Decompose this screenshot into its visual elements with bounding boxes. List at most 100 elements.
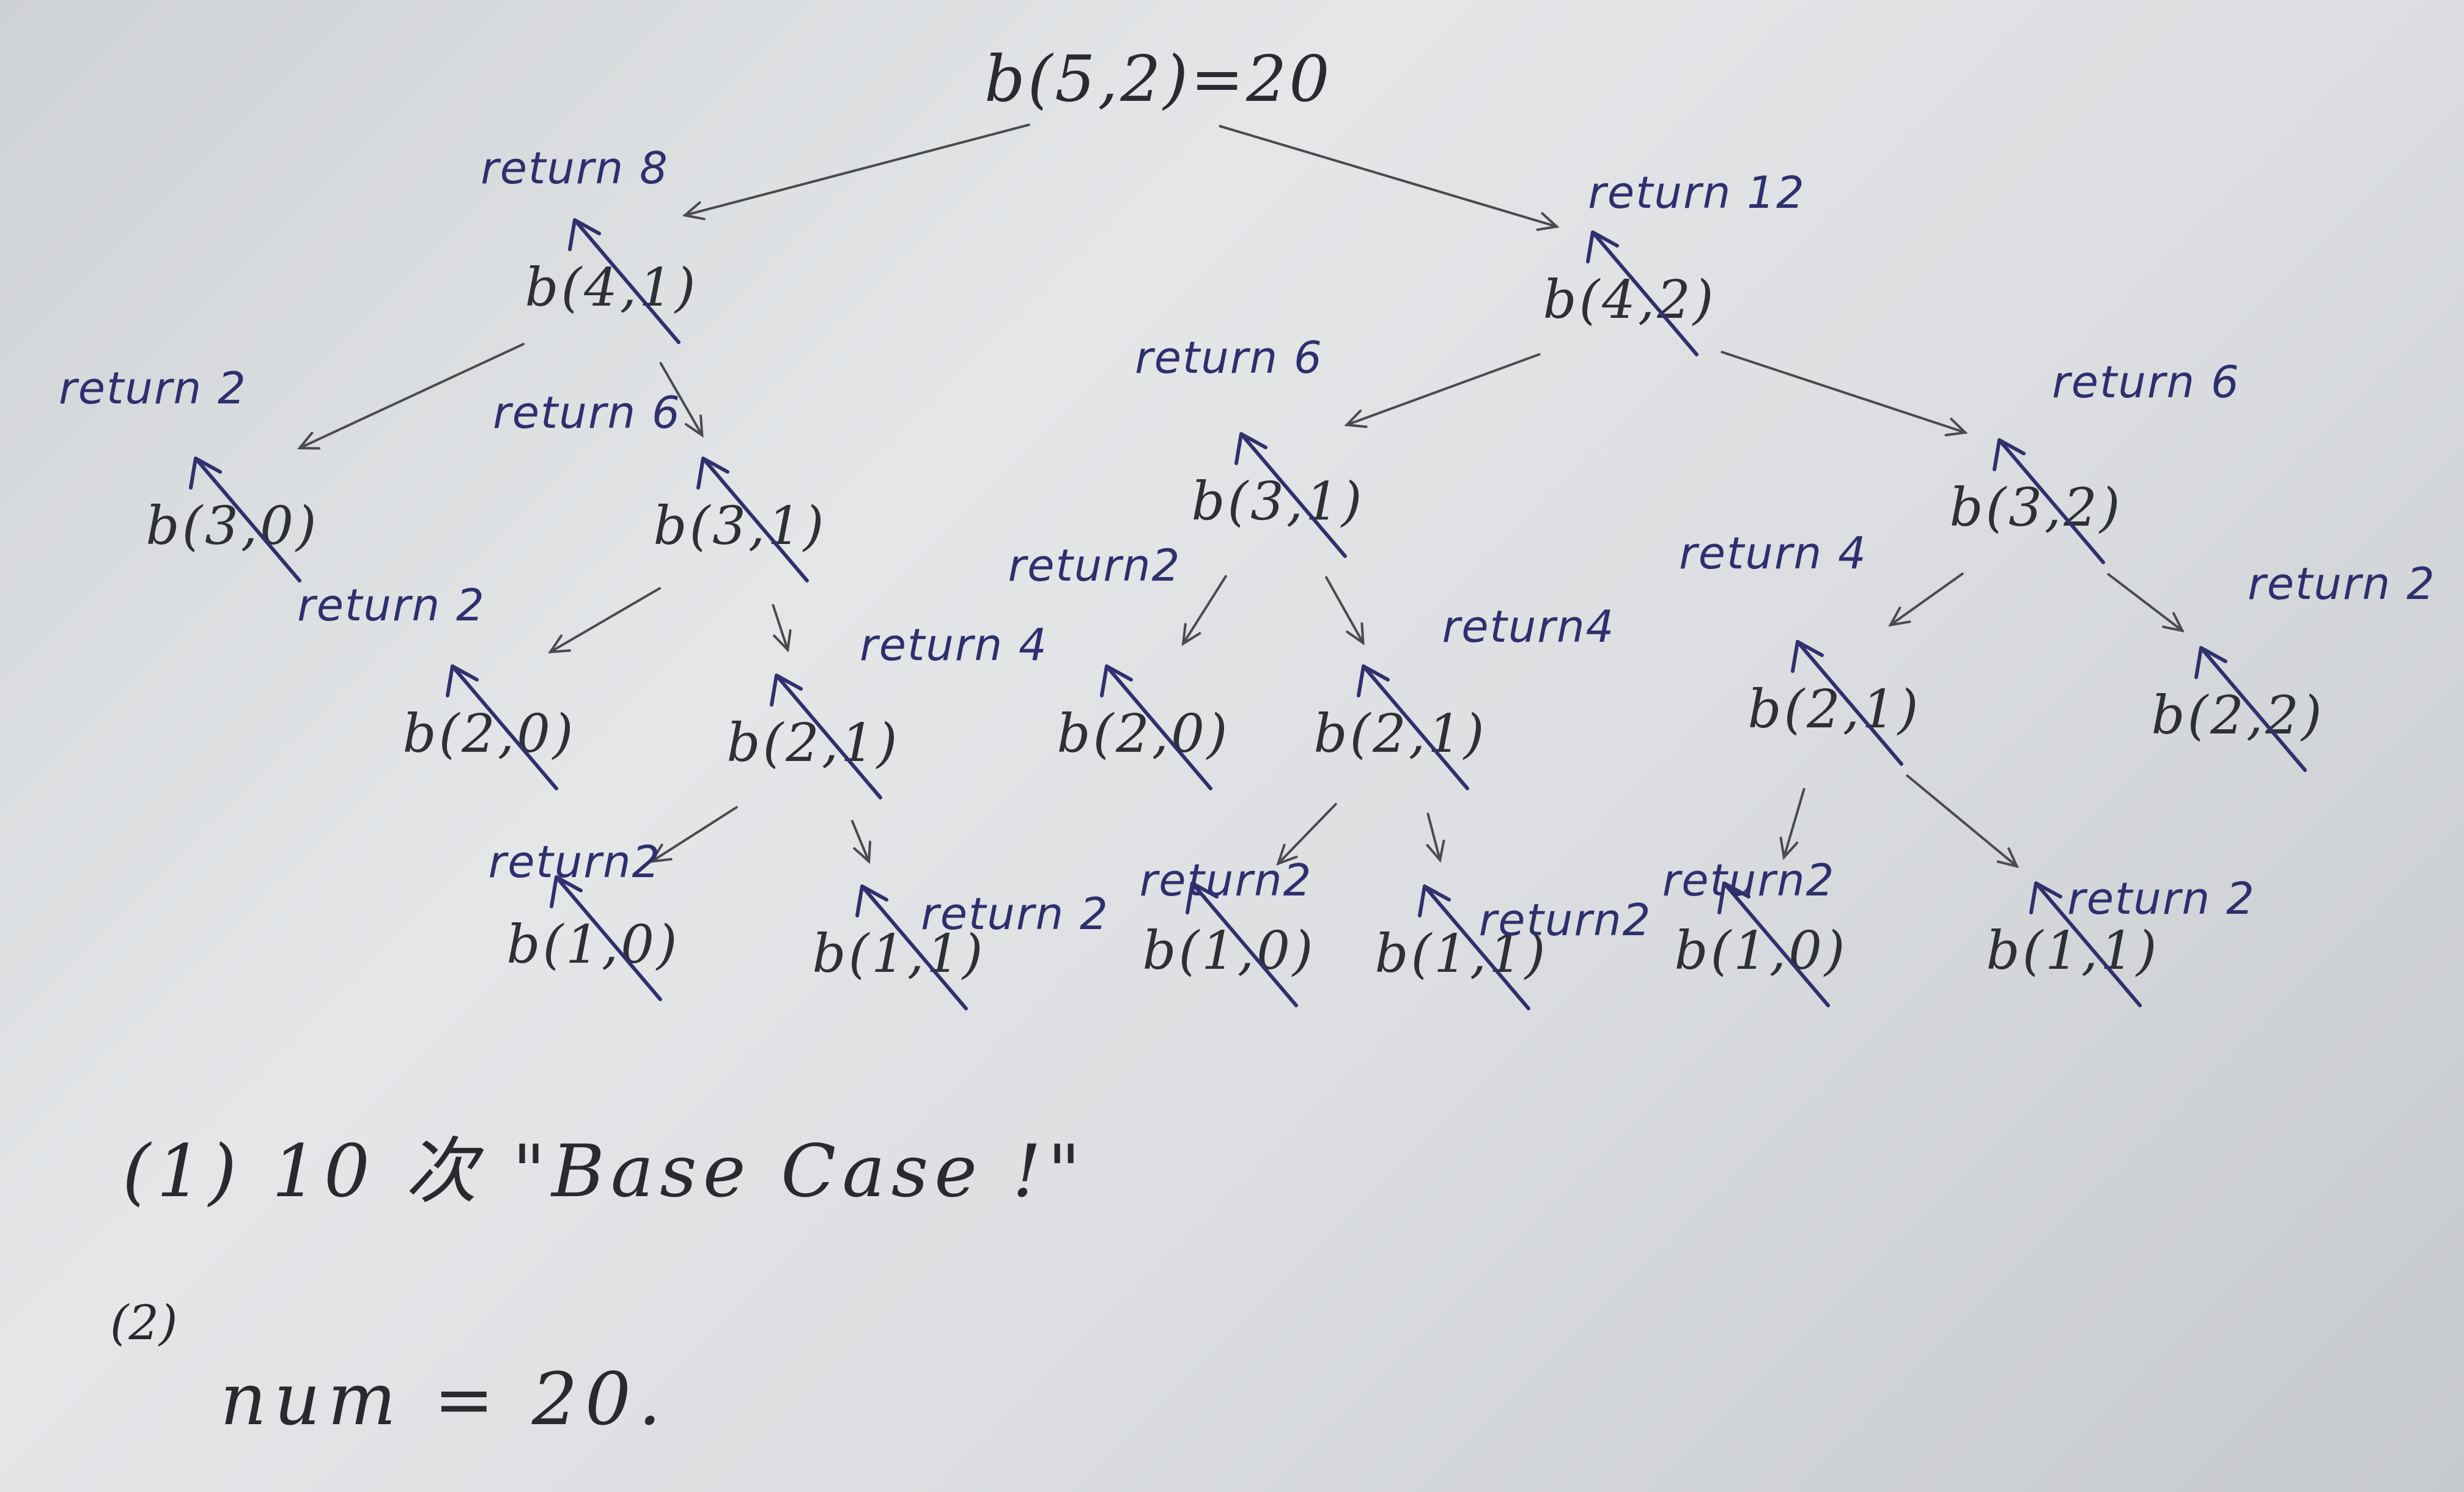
return-arrowhead (1100, 664, 1133, 697)
call-label: b(2,0) (1057, 704, 1230, 765)
return-value-label: return2 (1479, 894, 1652, 946)
tree-edge-arrow (1181, 575, 1227, 646)
return-arrow (555, 875, 662, 1001)
tree-edge-arrow (1219, 125, 1560, 231)
call-label: b(1,1) (813, 924, 986, 985)
tree-edge-arrow (548, 587, 662, 654)
tree-edge-arrow (850, 820, 872, 864)
return-value-label: return 6 (1135, 332, 1323, 383)
call-label: b(1,1) (1986, 921, 2160, 982)
call-node: b(1,0) return2 (1140, 854, 1316, 1007)
tree-edge-arrow (1906, 774, 2020, 869)
call-node: b(2,1) return4 (1314, 601, 1615, 790)
return-arrowhead (189, 457, 222, 490)
call-node: b(1,1)return 2 (813, 884, 1109, 1010)
call-node: b(2,1) return 4 (727, 619, 1048, 799)
return-value-label: return2 (1140, 854, 1313, 906)
return-arrowhead (1234, 432, 1267, 465)
call-label: b(1,1) (1375, 924, 1548, 985)
return-value-label: return 4 (1679, 527, 1867, 579)
call-label: b(2,1) (727, 713, 900, 774)
tree-edge-arrow (772, 604, 792, 653)
return-arrowhead (1357, 664, 1390, 697)
return-arrow (1997, 438, 2105, 564)
return-arrowhead (2194, 646, 2227, 679)
return-value-label: return 2 (297, 579, 485, 631)
root-call-label: b(5,2)=20 (984, 42, 1332, 116)
tree-edge-arrow (1325, 576, 1365, 645)
return-value-label: return4 (1442, 601, 1615, 652)
return-arrowhead (696, 457, 729, 490)
return-arrow (1796, 640, 1903, 766)
return-value-label: return 6 (493, 387, 681, 438)
call-label: b(3,1) (1192, 471, 1365, 532)
return-value-label: return 2 (2067, 873, 2256, 924)
return-arrowhead (855, 884, 888, 917)
tree-edge-arrow (1344, 353, 1541, 428)
return-arrow (194, 457, 301, 582)
call-node: b(3,2) return 6 (1950, 356, 2240, 564)
tree-edges (297, 123, 2185, 869)
call-label: b(1,0) (1675, 921, 1848, 982)
return-arrow (860, 884, 968, 1010)
tree-edge-arrow (1721, 350, 1968, 436)
return-arrowhead (1993, 438, 2026, 471)
call-node: b(2,2)return 2 (2152, 558, 2436, 772)
return-value-label: return 2 (59, 362, 247, 414)
return-arrowhead (770, 674, 803, 707)
call-label: b(4,1) (525, 257, 698, 318)
return-value-label: return2 (1008, 540, 1181, 591)
call-node: b(2,1) return 4 (1679, 527, 1921, 766)
return-arrowhead (446, 664, 479, 697)
call-node: b(3,1) return 6 (493, 387, 827, 582)
return-arrow (1423, 884, 1530, 1010)
tree-edge-arrow (682, 123, 1030, 221)
return-arrowhead (1586, 230, 1619, 263)
call-label: b(2,1) (1748, 679, 1921, 740)
return-value-label: return 2 (2248, 558, 2436, 609)
return-value-label: return2 (1662, 854, 1835, 906)
call-node: b(2,0) return2 (1008, 540, 1230, 790)
tree-edge-arrow (649, 806, 738, 863)
return-value-label: return 8 (481, 142, 669, 194)
return-arrow (573, 218, 681, 344)
return-arrow (2034, 881, 2142, 1007)
return-arrow (775, 674, 882, 799)
tree-edge-arrow (1426, 812, 1445, 863)
return-arrow (1239, 432, 1347, 558)
return-arrowhead (1186, 881, 1219, 914)
tree-edge-arrow (1276, 803, 1337, 866)
call-node: b(1,0)return2 (489, 836, 680, 1001)
call-label: b(2,1) (1314, 704, 1487, 765)
return-arrowhead (550, 875, 583, 908)
return-arrow (1190, 881, 1298, 1007)
return-value-label: return 4 (860, 619, 1048, 671)
return-value-label: return 2 (921, 888, 1109, 939)
return-value-label: return 12 (1588, 167, 1806, 218)
call-label: b(3,1) (654, 496, 827, 557)
return-arrow (451, 664, 558, 790)
tree-edge-arrow (1888, 572, 1964, 627)
return-value-label: return 6 (2052, 356, 2240, 408)
call-label: b(1,0) (1143, 921, 1316, 982)
call-node: b(2,0)return 2 (297, 579, 573, 790)
return-arrowhead (1418, 884, 1451, 917)
return-arrow (1105, 664, 1212, 790)
return-arrow (1722, 881, 1830, 1007)
call-node: b(1,1)return2 (1375, 884, 1652, 1010)
return-arrow (1362, 664, 1469, 790)
call-label: b(4,2) (1543, 270, 1716, 331)
call-node: b(3,1) return 6 (1135, 332, 1365, 558)
call-label: b(3,2) (1950, 477, 2123, 538)
call-node: b(1,1)return 2 (1986, 873, 2256, 1007)
tree-nodes: b(5,2)=20b(4,1)return 8b(4,2)return 12b(… (59, 42, 2436, 1010)
root-call: b(5,2)=20 (984, 42, 1332, 116)
tree-edge-arrow (1779, 788, 1806, 861)
answer-part-2-marker: (2) (110, 1296, 178, 1351)
call-label: b(1,0) (507, 914, 680, 976)
call-node: b(4,2) return 12 (1543, 167, 1806, 356)
answer-part-1: (1) 10 次 "Base Case !" (122, 1129, 1087, 1213)
call-label: b(3,0) (146, 496, 319, 557)
